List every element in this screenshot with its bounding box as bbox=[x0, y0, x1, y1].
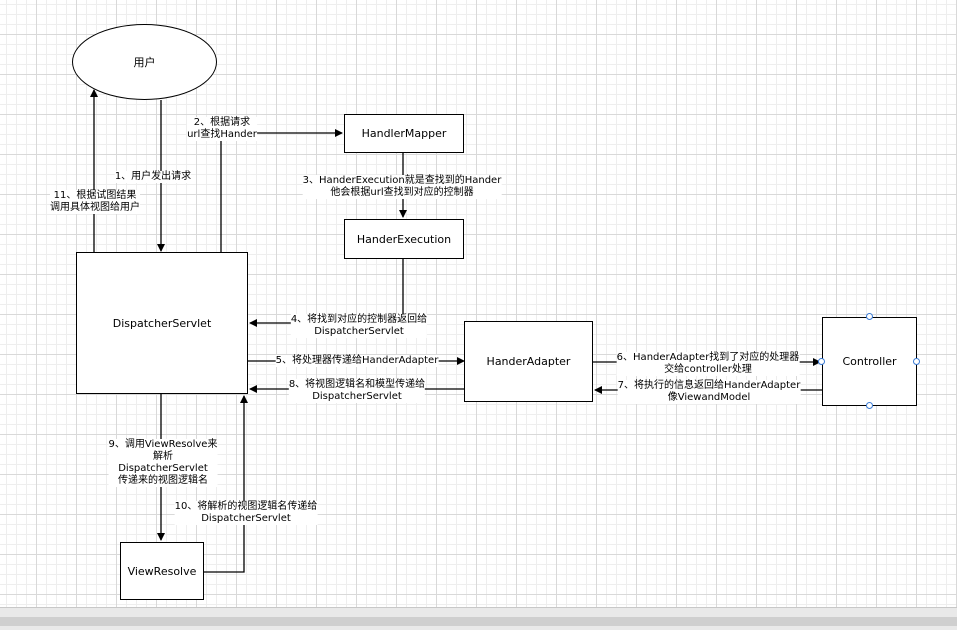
arrow-10[interactable] bbox=[204, 395, 248, 573]
controller-handle-right[interactable] bbox=[913, 358, 920, 365]
controller-handle-left[interactable] bbox=[818, 358, 825, 365]
user-node[interactable]: 用户 bbox=[72, 24, 217, 100]
hander-execution-node[interactable]: HanderExecution bbox=[344, 219, 464, 259]
label-step-6: 6、HanderAdapter找到了对应的处理器交给controller处理 bbox=[616, 352, 800, 376]
label-step-1: 1、用户发出请求 bbox=[114, 171, 192, 183]
diagram-canvas: 用户 HandlerMapper HanderExecution Dispatc… bbox=[0, 0, 957, 607]
view-resolve-node[interactable]: ViewResolve bbox=[120, 542, 204, 600]
label-step-11: 11、根据试图结果调用具体视图给用户 bbox=[50, 190, 140, 214]
controller-node[interactable]: Controller bbox=[822, 317, 917, 406]
controller-handle-top[interactable] bbox=[866, 313, 873, 320]
horizontal-scrollbar[interactable] bbox=[0, 617, 957, 626]
label-step-5: 5、将处理器传递给HanderAdapter bbox=[275, 355, 439, 367]
handler-mapper-node[interactable]: HandlerMapper bbox=[344, 114, 464, 153]
dispatcher-servlet-node[interactable]: DispatcherServlet bbox=[76, 252, 248, 394]
hander-adapter-node[interactable]: HanderAdapter bbox=[464, 321, 593, 402]
controller-handle-bottom[interactable] bbox=[866, 402, 873, 409]
